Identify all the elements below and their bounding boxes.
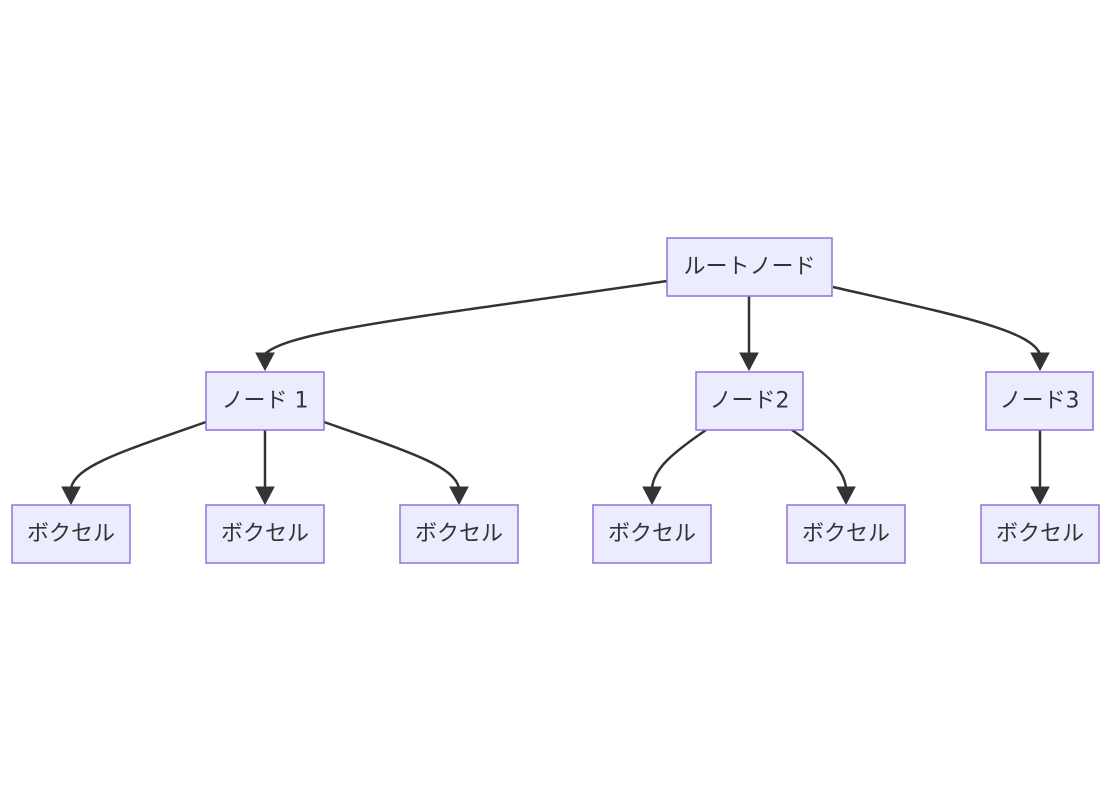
leaf-5-box <box>786 504 906 564</box>
leaf-4-label: ボクセル <box>608 522 696 547</box>
leaf-3-label: ボクセル <box>415 522 503 547</box>
edge-node-1-to-leaf-3 <box>323 420 461 489</box>
node-2-box <box>695 371 804 431</box>
arrowhead-icon <box>642 486 662 506</box>
arrowhead-icon <box>836 486 856 506</box>
edge-node-1-to-leaf-1 <box>69 420 207 489</box>
node-3-label: ノード3 <box>1000 389 1080 414</box>
edge-root-to-node-1 <box>264 279 668 355</box>
leaf-5: ボクセル <box>786 504 906 564</box>
edge-node-2-to-leaf-4 <box>650 428 707 489</box>
arrowhead-icon <box>255 352 275 372</box>
node-2: ノード2 <box>695 371 804 431</box>
node-root: ルートノード <box>666 237 833 297</box>
leaf-6-box <box>980 504 1100 564</box>
arrowhead-icon <box>61 486 81 506</box>
arrowhead-icon <box>739 352 759 372</box>
edge-root-to-node-3 <box>832 285 1042 355</box>
leaf-2-label: ボクセル <box>221 522 309 547</box>
arrowhead-icon <box>1030 352 1050 372</box>
arrowhead-icon <box>1030 486 1050 506</box>
leaf-2: ボクセル <box>205 504 325 564</box>
leaf-3: ボクセル <box>399 504 519 564</box>
leaf-6: ボクセル <box>980 504 1100 564</box>
leaf-6-label: ボクセル <box>996 522 1084 547</box>
node-2-label: ノード2 <box>710 389 790 414</box>
node-1: ノード 1 <box>205 371 325 431</box>
arrowhead-icon <box>449 486 469 506</box>
leaf-4: ボクセル <box>592 504 712 564</box>
edge-node-2-to-leaf-5 <box>791 428 848 489</box>
node-1-label: ノード 1 <box>222 389 309 414</box>
node-root-box <box>666 237 833 297</box>
leaf-4-box <box>592 504 712 564</box>
leaf-3-box <box>399 504 519 564</box>
node-root-label: ルートノード <box>683 255 815 280</box>
leaf-1: ボクセル <box>11 504 131 564</box>
node-3-box <box>985 371 1094 431</box>
node-1-box <box>205 371 325 431</box>
node-3: ノード3 <box>985 371 1094 431</box>
leaf-1-label: ボクセル <box>27 522 115 547</box>
leaf-1-box <box>11 504 131 564</box>
arrowhead-icon <box>255 486 275 506</box>
edges <box>61 279 1050 506</box>
leaf-5-label: ボクセル <box>802 522 890 547</box>
nodes: ルートノード ノード 1 ノード2 ノード3 ボクセル ボクセル ボクセル <box>11 237 1100 564</box>
leaf-2-box <box>205 504 325 564</box>
